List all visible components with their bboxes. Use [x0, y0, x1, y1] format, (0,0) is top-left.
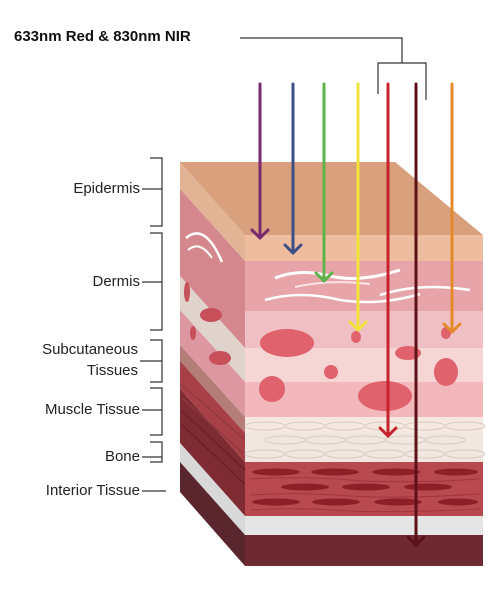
front-faces [244, 235, 486, 566]
top-face [180, 162, 483, 235]
ray-red [378, 82, 398, 438]
label-subcutaneous-line1: Subcutaneous [42, 341, 138, 358]
ray-orange [442, 82, 462, 334]
label-bone: Bone [104, 448, 140, 465]
ray-dark-red [406, 82, 426, 547]
label-subcutaneous-line2: Tissues [86, 362, 138, 379]
label-dermis: Dermis [92, 273, 141, 290]
light-rays [250, 82, 462, 547]
ray-yellow [348, 82, 368, 332]
ray-green [314, 82, 334, 283]
side-faces [180, 162, 246, 566]
label-muscle-tissue: Muscle Tissue [44, 401, 140, 418]
diagram-title: 633nm Red & 830nm NIR [14, 28, 191, 45]
label-interior-tissue: Interior Tissue [45, 482, 140, 499]
ray-purple [250, 82, 270, 240]
label-brackets [140, 37, 427, 492]
ray-blue [283, 82, 303, 255]
label-epidermis: Epidermis [73, 180, 140, 197]
